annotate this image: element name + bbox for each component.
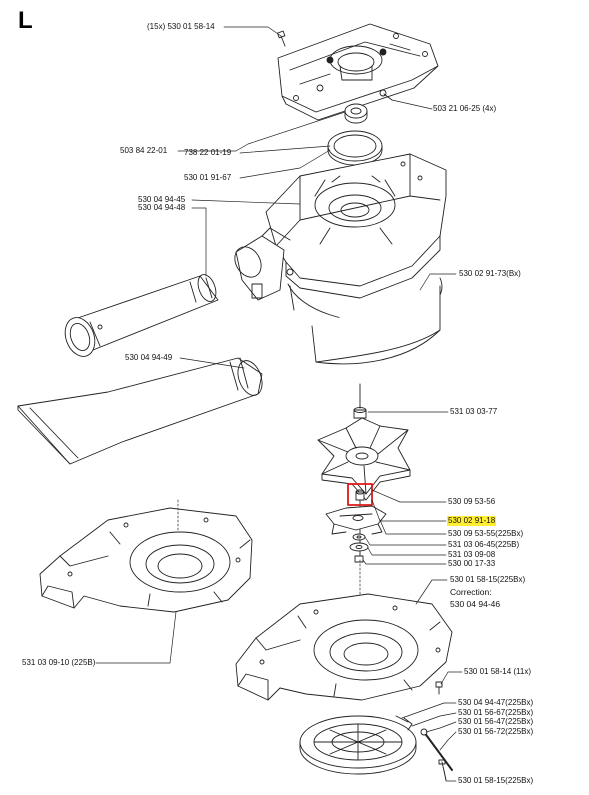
label-530-09-53-56: 530 09 53-56: [448, 497, 496, 506]
correction-title: Correction:: [450, 587, 492, 597]
label-531-03-09-08: 531 03 09-08: [448, 550, 496, 559]
lower-housing-left: [39, 507, 253, 613]
top-cover: [277, 23, 439, 121]
lower-housing-right: [235, 593, 453, 701]
label-531-03-06-45: 531 03 06-45(225B): [448, 540, 520, 549]
label-530-01-91-67: 530 01 91-67: [184, 173, 232, 182]
label-530-01-56-72: 530 01 56-72(225Bx): [458, 727, 534, 736]
upper-fan-housing: [234, 153, 447, 301]
label-530-02-91-18: 530 02 91-18: [447, 516, 497, 526]
small-nut: [355, 489, 365, 501]
label-530-02-91-73: 530 02 91-73(Bx): [459, 269, 521, 278]
bolt-parts: [403, 717, 453, 781]
label-530-04-94-47: 530 04 94-47(225Bx): [458, 698, 534, 707]
impeller-plate: [325, 505, 387, 535]
label-530-01-56-47: 530 01 56-47(225Bx): [458, 717, 534, 726]
label-738-22-01-19: 738 22 01-19: [184, 148, 232, 157]
label-530-04-94-45: 530 04 94-45: [138, 195, 186, 204]
label-530-00-17-33: 530 00 17-33: [448, 559, 496, 568]
label-531-03-09-10: 531 03 09-10 (225B): [22, 658, 96, 667]
flat-nozzle: [17, 357, 263, 465]
label-screw-right: 503 21 06-25 (4x): [433, 104, 497, 113]
correction-value: 530 04 94-46: [450, 599, 501, 609]
label-531-03-03-77: 531 03 03-77: [450, 407, 498, 416]
washers: [349, 533, 369, 563]
seal-ring: [327, 130, 383, 166]
screw-right: [379, 89, 393, 101]
leader-lines: [95, 26, 463, 782]
label-530-01-56-67: 530 01 56-67(225Bx): [458, 708, 534, 717]
label-530-04-94-48: 530 04 94-48: [138, 203, 186, 212]
screw-11x: [435, 681, 443, 695]
label-530-01-58-15-a: 530 01 58-15(225Bx): [450, 575, 526, 584]
section-letter: L: [18, 7, 33, 34]
guard-sheet: [287, 277, 443, 365]
label-530-09-53-55: 530 09 53-55(225Bx): [448, 529, 524, 538]
bearing: [344, 103, 368, 124]
straight-tube: [64, 274, 219, 357]
label-530-01-58-15-b: 530 01 58-15(225Bx): [458, 776, 534, 785]
label-530-04-94-49: 530 04 94-49: [125, 353, 173, 362]
label-530-01-58-14-11x: 530 01 58-14 (11x): [464, 667, 532, 676]
intake-cover: [299, 715, 417, 775]
label-503-84-22-01: 503 84 22-01: [120, 146, 168, 155]
screw-top: [277, 30, 286, 47]
label-screw-top: (15x) 530 01 58-14: [147, 22, 215, 31]
nut-top: [353, 407, 367, 419]
highlight-marker: [347, 483, 373, 506]
